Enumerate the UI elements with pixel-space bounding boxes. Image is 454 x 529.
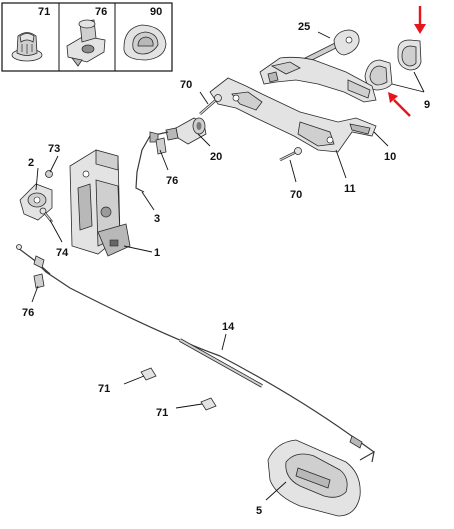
red-arrow-top (414, 6, 426, 34)
clip-71-left (140, 367, 157, 381)
clip-76-lower (33, 273, 45, 289)
callout-25: 25 (298, 21, 310, 33)
callout-71-left: 71 (98, 383, 110, 395)
inset-label-71: 71 (38, 6, 50, 18)
clip-71-right (200, 397, 217, 411)
nut-73 (45, 170, 53, 178)
outer-handle-10 (259, 56, 377, 103)
callout-2: 2 (28, 157, 34, 169)
leader-lines (31, 31, 425, 501)
cap-9-upper (397, 39, 422, 71)
clip-71-icon (11, 32, 43, 62)
callout-3: 3 (154, 213, 160, 225)
callout-5: 5 (256, 505, 262, 517)
callout-1: 1 (154, 247, 160, 259)
callout-76-lower: 76 (22, 307, 34, 319)
clip-76-icon (66, 19, 106, 67)
callout-9: 9 (424, 99, 430, 111)
screw-70-lower (279, 147, 302, 162)
cable-14 (16, 244, 375, 453)
callout-10: 10 (384, 151, 396, 163)
inner-handle-5 (267, 439, 375, 517)
callout-labels: 25 9 70 10 73 2 20 76 70 11 3 74 1 76 14… (22, 21, 430, 517)
inset-box: 71 76 90 (1, 2, 173, 72)
callout-70-lower: 70 (290, 189, 302, 201)
key-25 (304, 29, 360, 63)
callout-11: 11 (344, 183, 356, 195)
inset-label-90: 90 (150, 6, 162, 18)
cap-90-icon (123, 24, 167, 61)
screw-70-upper (199, 94, 222, 115)
clip-76-upper (155, 137, 167, 155)
red-arrow-right (388, 92, 411, 117)
inset-label-76: 76 (95, 6, 107, 18)
callout-76-upper: 76 (166, 175, 178, 187)
lock-cylinder-20 (165, 117, 207, 145)
rod-3 (135, 131, 169, 193)
callout-14: 14 (222, 321, 235, 333)
door-latch-1 (69, 149, 131, 257)
cap-9-lower (364, 59, 393, 91)
callout-20: 20 (210, 151, 222, 163)
handle-bracket-11 (209, 77, 377, 153)
callout-73: 73 (48, 143, 60, 155)
callout-71-right: 71 (156, 407, 168, 419)
callout-74: 74 (56, 247, 69, 259)
callout-70-upper: 70 (180, 79, 192, 91)
